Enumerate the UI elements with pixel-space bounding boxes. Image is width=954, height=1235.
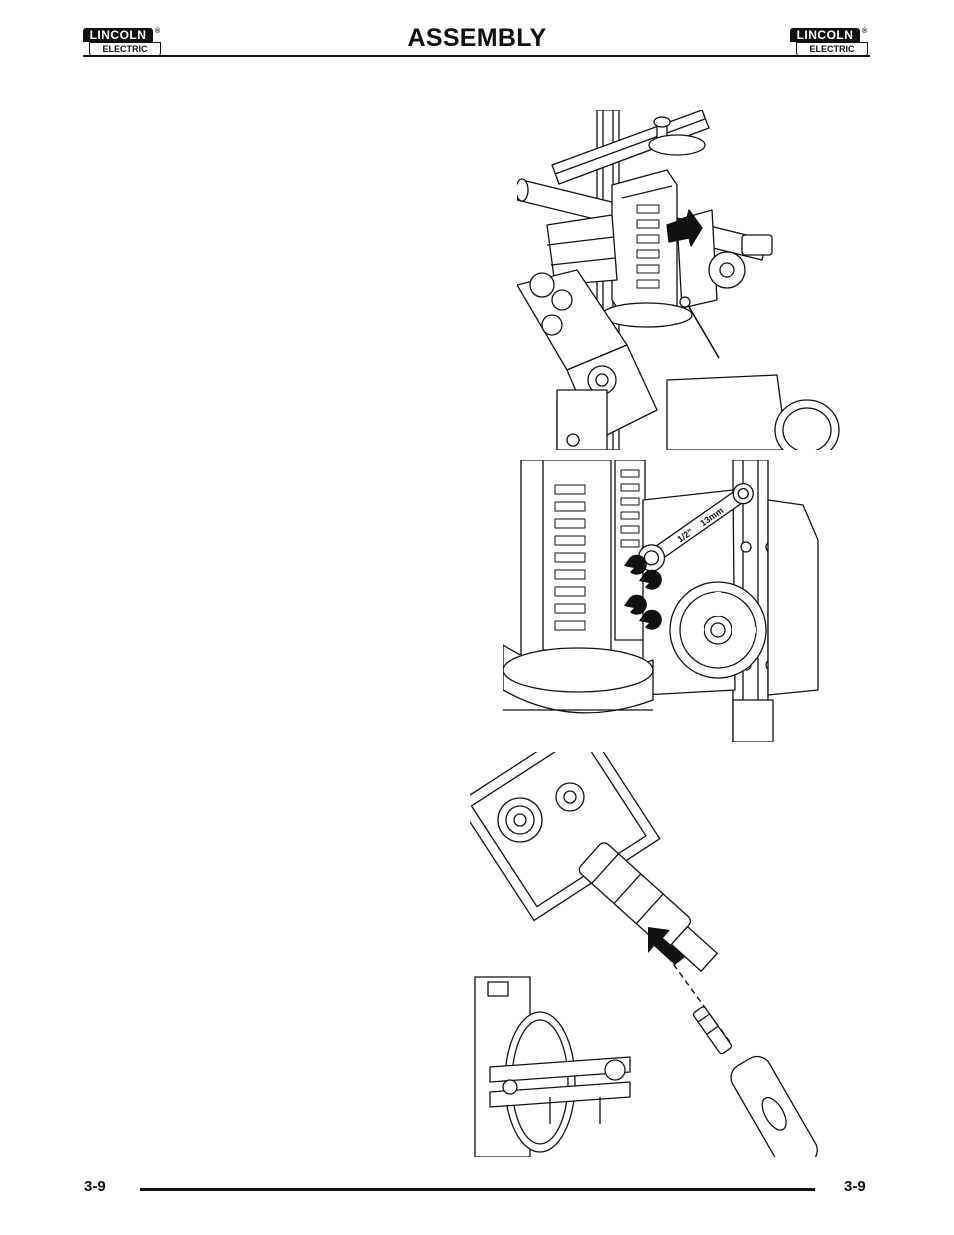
- page-number-right: 3-9: [844, 1178, 866, 1195]
- logo-registered: ®: [155, 28, 161, 35]
- logo-line1: LINCOLN: [790, 28, 860, 42]
- figure-carriage-assembly: [517, 110, 842, 450]
- page-title: ASSEMBLY: [407, 24, 547, 52]
- figure-wrench-tightening: 1/2" 13mm: [503, 460, 828, 742]
- logo-line1: LINCOLN: [83, 28, 153, 42]
- lincoln-electric-logo-right: LINCOLN ELECTRIC ®: [790, 28, 870, 56]
- footer-rule: [140, 1188, 815, 1191]
- figure-torch-insertion: [470, 752, 850, 1157]
- page-number-left: 3-9: [84, 1178, 106, 1195]
- logo-line2: ELECTRIC: [796, 42, 868, 56]
- logo-registered: ®: [862, 28, 868, 35]
- header-rule: [83, 55, 870, 57]
- lincoln-electric-logo-left: LINCOLN ELECTRIC ®: [83, 28, 163, 56]
